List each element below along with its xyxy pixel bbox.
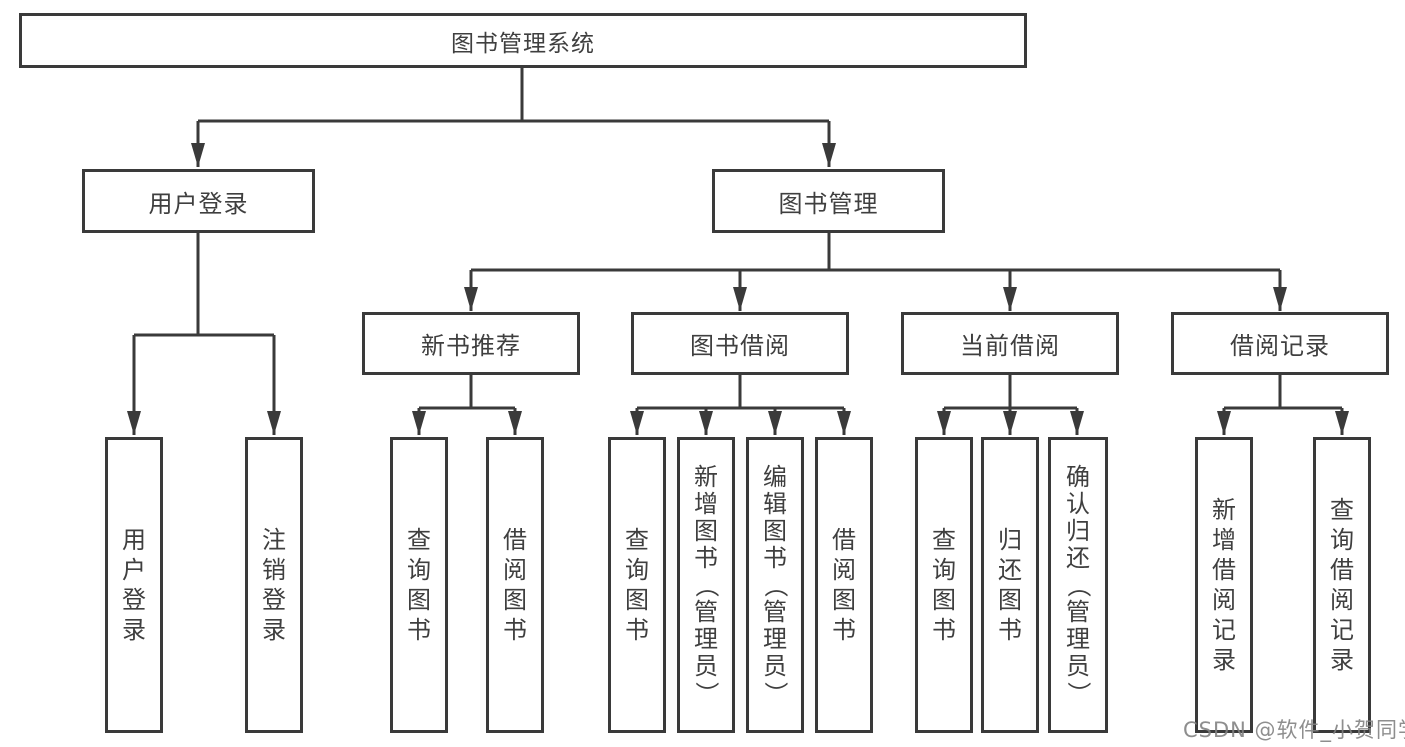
leaf-borrow-books-recommend: 借阅图书 — [486, 437, 544, 733]
leaf-query-books-borrowing: 查询图书 — [608, 437, 666, 733]
leaf-query-books-recommend: 查询图书 — [390, 437, 448, 733]
leaf-logout-login: 注销登录 — [245, 437, 303, 733]
node-user-login: 用户登录 — [82, 169, 315, 233]
watermark: CSDN @软件_小贺同学 — [1183, 718, 1405, 742]
leaf-edit-book-admin: 编辑图书（管理员） — [746, 437, 804, 733]
leaf-add-book-admin: 新增图书（管理员） — [677, 437, 735, 733]
node-new-book-recommendation: 新书推荐 — [362, 312, 580, 375]
leaf-return-books: 归还图书 — [981, 437, 1039, 733]
node-current-borrowing: 当前借阅 — [901, 312, 1119, 375]
leaf-user-login: 用户登录 — [105, 437, 163, 733]
node-borrowing-records: 借阅记录 — [1171, 312, 1389, 375]
node-book-management: 图书管理 — [712, 169, 945, 233]
node-root: 图书管理系统 — [19, 13, 1027, 68]
node-book-borrowing: 图书借阅 — [631, 312, 849, 375]
leaf-borrow-books-borrowing: 借阅图书 — [815, 437, 873, 733]
leaf-query-books-current: 查询图书 — [915, 437, 973, 733]
leaf-add-borrow-record: 新增借阅记录 — [1195, 437, 1253, 733]
leaf-confirm-return-admin: 确认归还（管理员） — [1048, 437, 1108, 733]
leaf-query-borrow-record: 查询借阅记录 — [1313, 437, 1371, 733]
